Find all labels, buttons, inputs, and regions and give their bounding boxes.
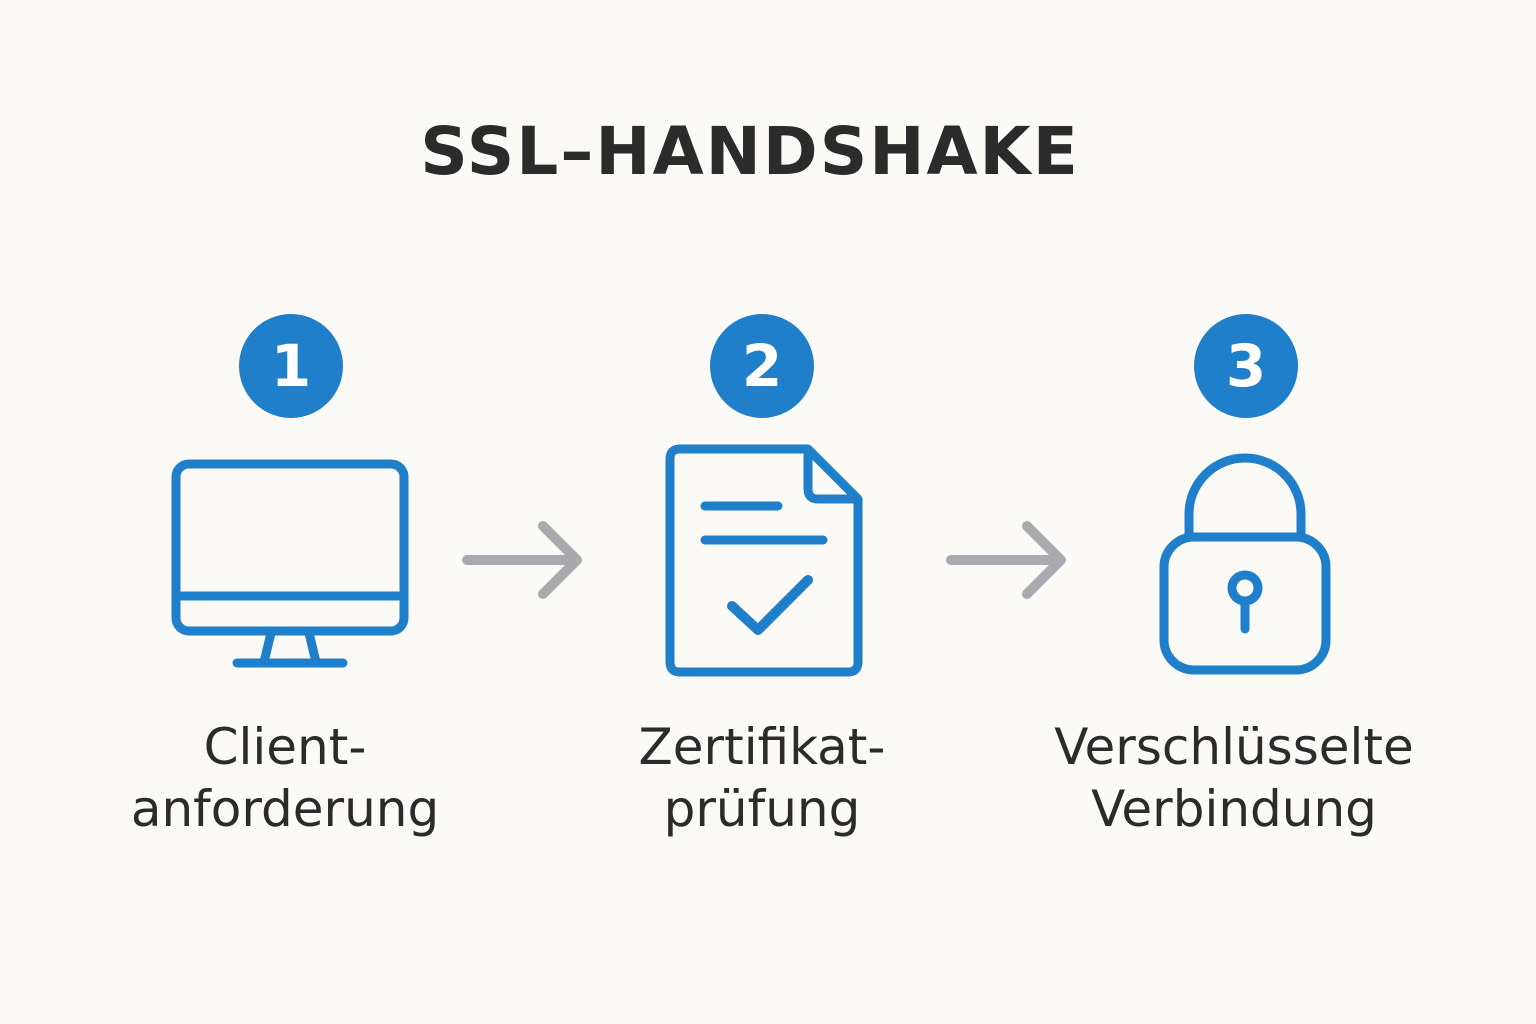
step-2-label: Zertifikat- prüfung <box>542 716 982 840</box>
diagram-title: SSL–HANDSHAKE <box>420 113 1080 190</box>
step-1-label: Client- anforderung <box>65 716 505 840</box>
step-2-label-line-2: prüfung <box>663 780 861 838</box>
certificate-document-icon <box>665 444 863 677</box>
step-3-label-line-1: Verschlüsselte <box>1054 718 1414 776</box>
arrow-right-icon-1 <box>462 521 582 599</box>
step-2-number-badge: 2 <box>710 314 814 418</box>
padlock-icon <box>1159 453 1331 675</box>
arrow-right-icon-2 <box>946 521 1066 599</box>
step-3-label-line-2: Verbindung <box>1091 780 1377 838</box>
monitor-icon <box>171 459 409 668</box>
step-3-label: Verschlüsselte Verbindung <box>1014 716 1454 840</box>
step-1-label-line-1: Client- <box>203 718 367 776</box>
step-1-number-badge: 1 <box>239 314 343 418</box>
step-1-label-line-2: anforderung <box>130 780 440 838</box>
step-2-label-line-1: Zertifikat- <box>638 718 886 776</box>
step-3-number-badge: 3 <box>1194 314 1298 418</box>
